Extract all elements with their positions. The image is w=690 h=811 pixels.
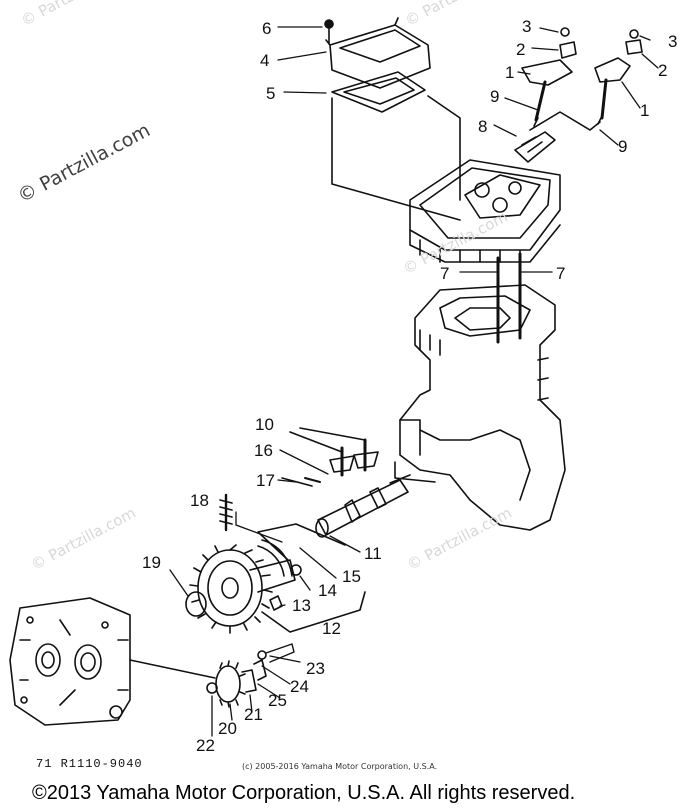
part-number-label[interactable]: 13: [292, 596, 311, 615]
part-number-label[interactable]: 25: [268, 691, 287, 710]
rocker-arm-left: [521, 59, 573, 122]
diagram-code: 71 R1110-9040: [36, 757, 143, 771]
rocker-cover: [324, 17, 431, 89]
part-number-label[interactable]: 21: [244, 705, 263, 724]
cylinder-head: [409, 159, 561, 263]
part-number-label[interactable]: 12: [322, 619, 341, 638]
part-number-label[interactable]: 15: [342, 567, 361, 586]
part-number-label[interactable]: 17: [256, 471, 275, 490]
part-number-label[interactable]: 16: [254, 441, 273, 460]
part-number-label[interactable]: 22: [196, 736, 215, 755]
part-number-label[interactable]: 1: [505, 63, 515, 82]
part-number-label[interactable]: 4: [260, 51, 270, 70]
rocker-arm-right: [594, 57, 631, 120]
part-number-label[interactable]: 24: [290, 677, 309, 696]
part-number-label[interactable]: 14: [318, 581, 337, 600]
part-number-label[interactable]: 10: [255, 415, 274, 434]
part-number-label[interactable]: 9: [618, 137, 628, 156]
part-number-label[interactable]: 1: [640, 101, 650, 120]
camshaft: [315, 474, 411, 538]
part-number-label[interactable]: 7: [556, 264, 566, 283]
part-number-label[interactable]: 2: [516, 40, 526, 59]
cam-gear: [189, 544, 296, 634]
part-number-label[interactable]: 9: [490, 87, 500, 106]
part-number-label[interactable]: 23: [306, 659, 325, 678]
part-number-label[interactable]: 5: [266, 84, 276, 103]
part-number-label[interactable]: 2: [658, 61, 668, 80]
cover-gasket: [331, 71, 426, 113]
crankcase: [394, 284, 566, 531]
part-number-label[interactable]: 19: [142, 553, 161, 572]
part-number-label[interactable]: 8: [478, 117, 488, 136]
part-number-label[interactable]: 20: [218, 719, 237, 738]
part-number-label[interactable]: 6: [262, 19, 272, 38]
part-number-label[interactable]: 3: [668, 32, 678, 51]
small-copyright: (c) 2005-2016 Yamaha Motor Corporation, …: [242, 762, 438, 771]
footer-copyright: ©2013 Yamaha Motor Corporation, U.S.A. A…: [32, 782, 576, 804]
part-number-label[interactable]: 18: [190, 491, 209, 510]
crankcase-cover: [9, 597, 131, 726]
part-number-label[interactable]: 11: [364, 544, 382, 563]
part-number-label[interactable]: 3: [522, 17, 532, 36]
part-number-label[interactable]: 7: [440, 264, 450, 283]
